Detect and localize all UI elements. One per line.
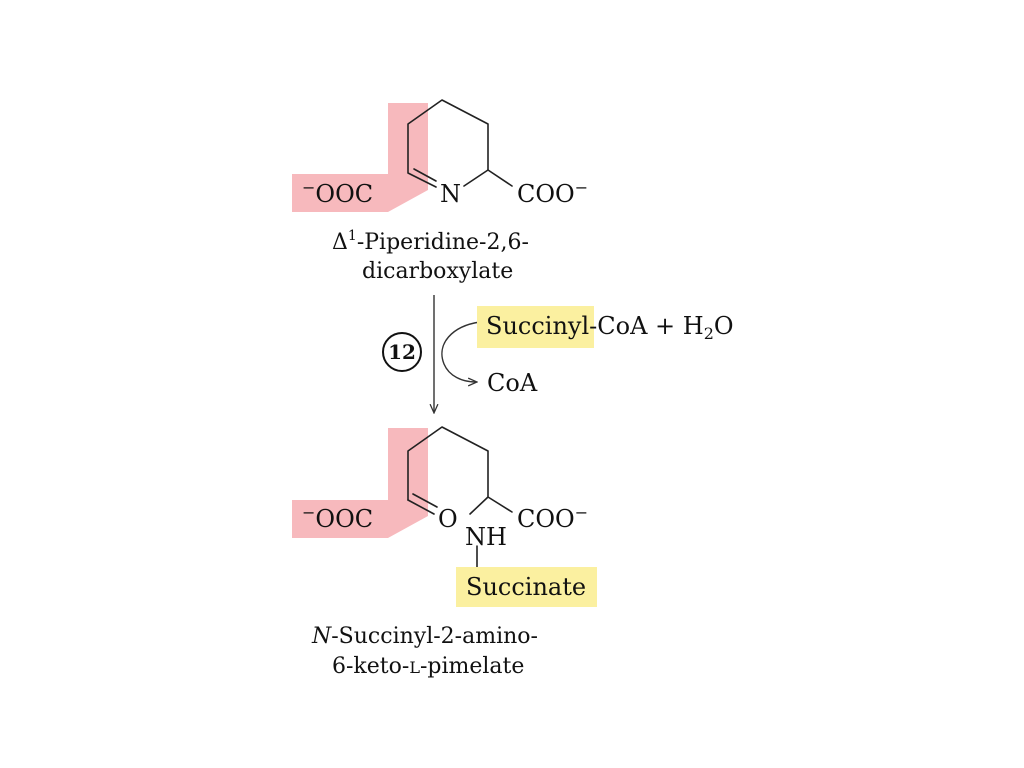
reactant-name-superscript: 1 [348,228,357,244]
svg-text:Succinyl-CoA + H2O: Succinyl-CoA + H2O [486,312,734,343]
product-name-line2b: -pimelate [420,654,524,679]
svg-text:COO−: COO− [517,178,588,208]
product-keto-double-bond [407,493,438,515]
product-name-italic-n: N [311,624,332,649]
product-succinate: Succinate [466,573,586,601]
product-name: N-Succinyl-2-amino- 6-keto-L-pimelate [311,624,538,679]
svg-text:COO−: COO− [517,503,588,533]
product-name-smallcap-l: L [409,658,420,677]
reaction-step: 12 Succinyl-CoA + H2O CoA [382,295,734,412]
succinyl-yellow-highlight [477,306,594,348]
product-name-line1: -Succinyl-2-amino- [331,624,538,649]
reactant-right-charge: − [575,178,588,197]
product-amine: NH [465,523,507,551]
succinate-yellow-highlight [456,567,597,607]
product-name-line2a: 6-keto- [332,654,409,679]
product-pink-highlight [292,428,428,538]
reactant-left-group: OOC [315,180,373,208]
step-number: 12 [388,340,416,364]
reactant-left-charge: − [302,178,315,197]
step-input-subscript: 2 [704,324,714,343]
product-chain-bonds [407,426,513,515]
step-output: CoA [487,369,538,397]
svg-text:−OOC: −OOC [302,503,373,533]
reactant-double-bond [413,168,437,182]
reactant-name-delta: Δ [332,230,348,255]
svg-text:Δ1-Piperidine-2,6-: Δ1-Piperidine-2,6- [332,228,529,255]
reactant-ring-nitrogen: N [440,180,461,208]
step-input-end: O [714,312,734,340]
product-right-charge: − [575,503,588,522]
step-input-succinyl: Succinyl [486,312,589,340]
reactant-structure: −OOC N COO− [292,99,588,212]
reactant-pink-highlight [292,103,428,212]
product-left-charge: − [302,503,315,522]
svg-text:−OOC: −OOC [302,178,373,208]
step-input-rest: -CoA + H [589,312,704,340]
step-number-circle [382,332,422,372]
reactant-right-bond [487,169,513,187]
svg-text:N-Succinyl-2-amino-: N-Succinyl-2-amino- [311,624,538,649]
side-arrow [441,321,481,382]
product-structure: −OOC O NH COO− Succinate [292,426,597,607]
reactant-name-line1: -Piperidine-2,6- [357,230,529,255]
product-keto-oxygen: O [438,505,458,533]
reactant-right-group: COO [517,180,575,208]
reactant-ring-bonds [407,99,489,188]
product-left-group: OOC [315,505,373,533]
svg-text:6-keto-L-pimelate: 6-keto-L-pimelate [332,654,524,679]
reactant-name-line2: dicarboxylate [362,259,513,284]
reactant-name: Δ1-Piperidine-2,6- dicarboxylate [332,228,529,284]
product-right-group: COO [517,505,575,533]
